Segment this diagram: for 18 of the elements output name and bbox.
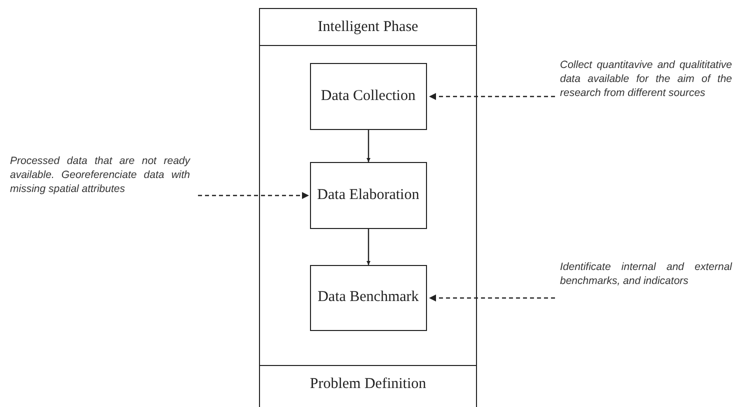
- arrow: [366, 130, 370, 162]
- phase-band: [259, 365, 477, 407]
- annotation-text: Processed data that are not ready available. Georeferenciate data with missing spatial attributes: [10, 154, 190, 196]
- process-box: [310, 264, 427, 331]
- phase-heading: Intelligent Phase: [260, 9, 476, 46]
- dashed-arrow: [429, 294, 555, 302]
- process-box: [310, 162, 427, 229]
- dashed-arrow: [429, 93, 555, 100]
- phase-heading: Problem Definition: [308, 375, 428, 394]
- phase-frame: [259, 8, 477, 366]
- arrow: [366, 229, 370, 265]
- box-label: Data Collection: [320, 86, 416, 106]
- box-label: Data Elaboration: [317, 186, 420, 205]
- process-box: [310, 62, 427, 130]
- annotation-text: Identificate internal and external benchmarks, and indicators: [560, 260, 732, 288]
- dashed-arrow: [198, 192, 309, 199]
- box-label: Data Benchmark: [318, 288, 419, 308]
- annotation-text: Collect quantitavive and qualititative data available for the aim of the research from different sources: [560, 58, 732, 100]
